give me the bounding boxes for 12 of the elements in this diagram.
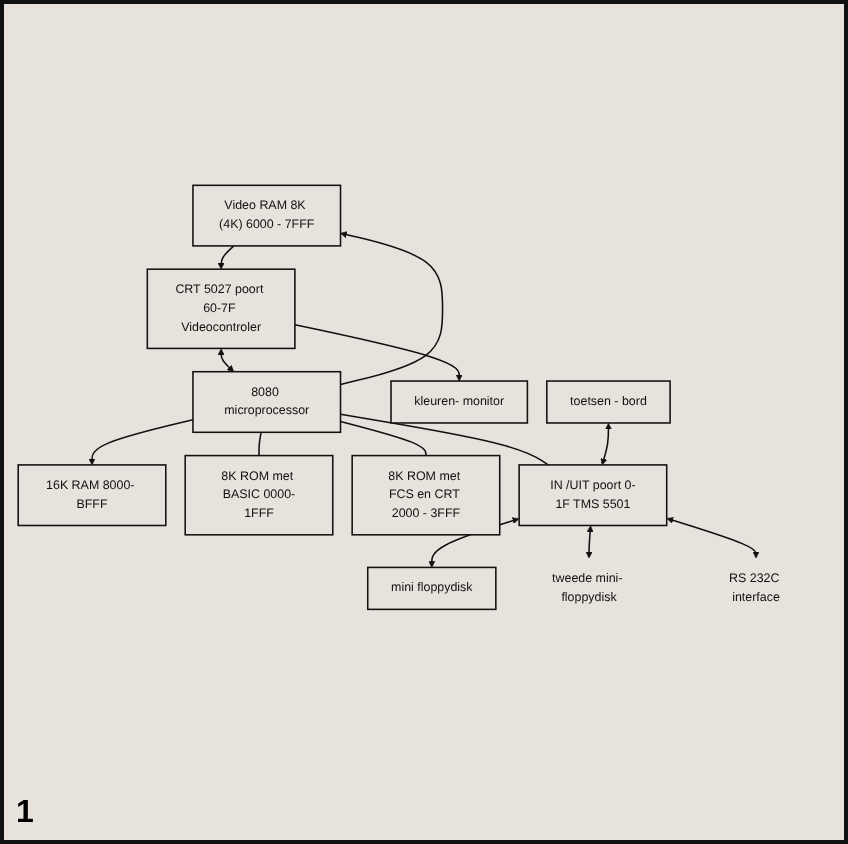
arrow bbox=[88, 418, 194, 466]
arrow bbox=[600, 422, 612, 466]
arrow bbox=[585, 525, 594, 559]
arrow bbox=[666, 517, 760, 559]
figure-number: 1 bbox=[16, 796, 34, 832]
arrow bbox=[217, 245, 235, 270]
arrow bbox=[294, 323, 463, 382]
connector bbox=[339, 413, 549, 466]
connector bbox=[339, 420, 427, 457]
connector bbox=[258, 431, 262, 457]
arrow bbox=[339, 231, 444, 386]
arrow bbox=[217, 348, 235, 372]
